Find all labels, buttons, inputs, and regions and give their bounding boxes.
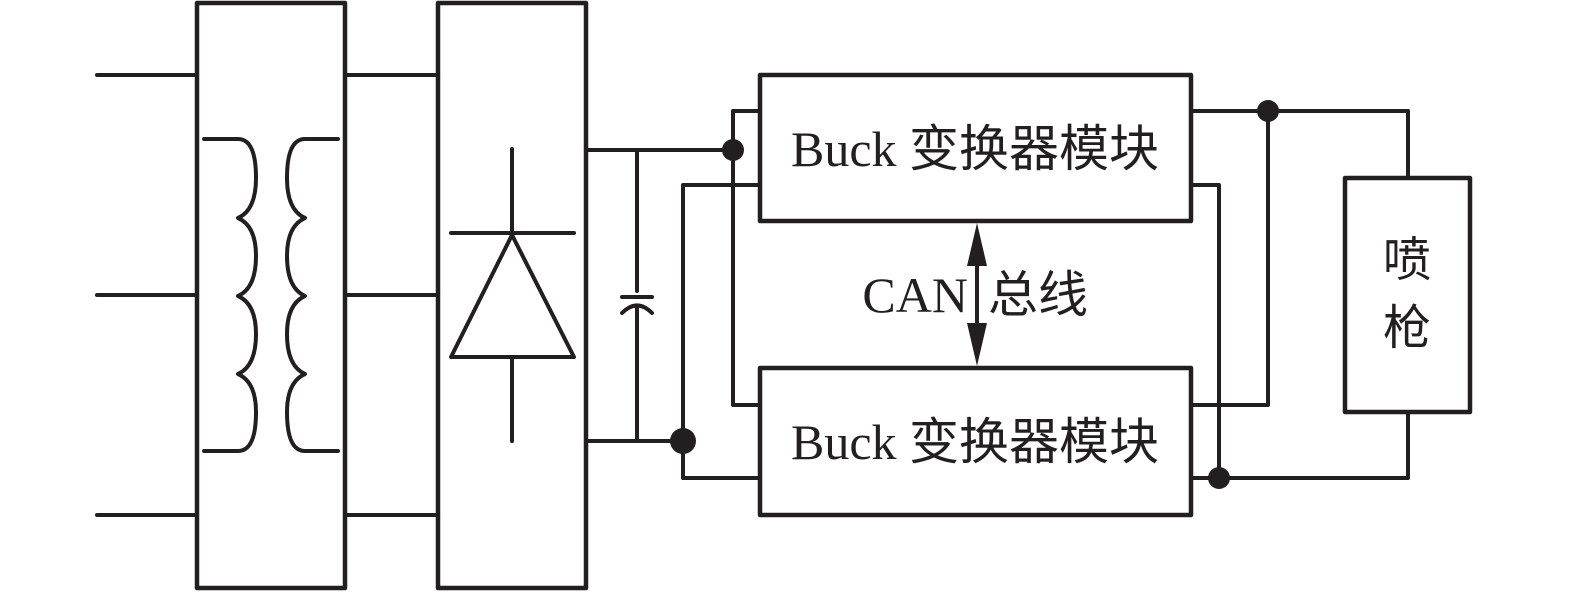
transformer-box [194,0,348,591]
buck-module-bottom: Buck 变换器模块 [757,365,1194,518]
arrow-up-icon [967,223,987,266]
junction-dot-output-negative [1208,467,1230,489]
buck-input-wiring [681,109,762,480]
buck-module-bottom-label: Buck 变换器模块 [791,414,1159,470]
negative-feed-wire [681,183,762,480]
arrow-down-icon [967,323,987,366]
spray-gun-box [1342,175,1473,415]
transformer-block [194,0,348,591]
can-bus: CAN 总线 [862,223,1088,366]
negative-output-wire [1189,410,1410,480]
rectifier-block [435,0,589,591]
spray-gun-label-line2: 枪 [1383,302,1431,355]
positive-feed-wire [731,109,762,407]
transformer-coil-primary-icon [202,137,258,453]
junction-dot-output-positive [1257,100,1279,122]
buck-module-bottom-box [757,365,1194,518]
rectifier-box [435,0,589,591]
buck-module-top: Buck 变换器模块 [757,72,1194,224]
inter-stage-lines [343,73,440,517]
capacitor-icon [620,148,654,443]
transformer-coil-secondary-icon [285,137,340,453]
can-bus-label-right: 总线 [988,267,1088,323]
can-bus-label-left: CAN [862,267,968,323]
buck-module-top-box [757,72,1194,224]
spray-gun-label-line1: 喷 [1383,234,1431,287]
positive-output-wire [1189,109,1410,180]
input-lines [95,73,199,517]
positive-output-tie [1189,109,1270,407]
diode-icon [449,147,576,443]
buck-output-wiring [1189,100,1410,489]
spray-gun-block: 喷 枪 [1342,175,1473,415]
negative-output-tie [1189,183,1221,480]
buck-module-top-label: Buck 变换器模块 [791,121,1159,177]
